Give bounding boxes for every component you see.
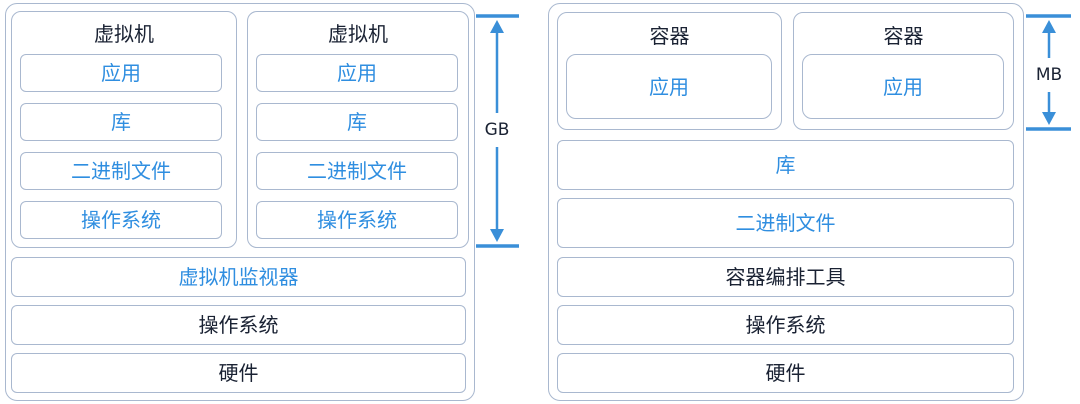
gb-size-label: GB bbox=[484, 120, 510, 140]
vm-2-app-layer: 应用 bbox=[256, 54, 458, 92]
vm-2-bin-layer: 二进制文件 bbox=[256, 152, 458, 190]
vm-1-guest-os-layer: 操作系统 bbox=[20, 201, 222, 239]
container-hardware-layer: 硬件 bbox=[557, 353, 1014, 393]
container-2-app-layer: 应用 bbox=[802, 54, 1004, 119]
container-2-title: 容器 bbox=[883, 24, 924, 48]
container-1-app-layer: 应用 bbox=[566, 54, 772, 119]
gb-size-arrow bbox=[476, 14, 519, 248]
container-orchestrator-layer: 容器编排工具 bbox=[557, 257, 1014, 297]
vm-2-title: 虚拟机 bbox=[328, 22, 388, 46]
container-1-title: 容器 bbox=[649, 24, 690, 48]
vm-2-lib-layer: 库 bbox=[256, 103, 458, 141]
mb-size-label: MB bbox=[1035, 65, 1063, 85]
container-bin-layer: 二进制文件 bbox=[557, 198, 1014, 248]
vm-1-app-layer: 应用 bbox=[20, 54, 222, 92]
vm-1-bin-layer: 二进制文件 bbox=[20, 152, 222, 190]
vm-1-lib-layer: 库 bbox=[20, 103, 222, 141]
vm-2-guest-os-layer: 操作系统 bbox=[256, 201, 458, 239]
hypervisor-layer: 虚拟机监视器 bbox=[11, 257, 466, 297]
container-os-layer: 操作系统 bbox=[557, 305, 1014, 345]
vm-1-title: 虚拟机 bbox=[94, 22, 154, 46]
vm-host-os-layer: 操作系统 bbox=[11, 305, 466, 345]
mb-size-arrow bbox=[1026, 14, 1071, 131]
container-lib-layer: 库 bbox=[557, 140, 1014, 190]
vm-hardware-layer: 硬件 bbox=[11, 353, 466, 393]
